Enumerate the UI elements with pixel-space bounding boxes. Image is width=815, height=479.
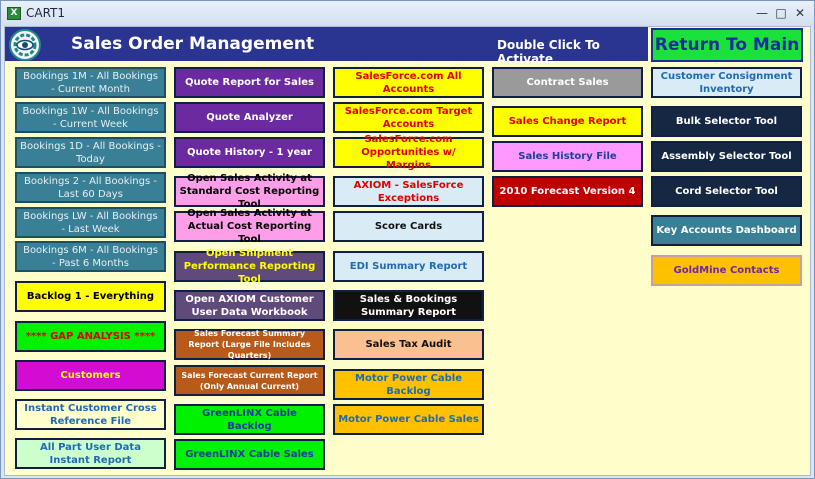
title-bar: X CART1 — □ ✕ — [1, 1, 814, 26]
salesforce-target-accounts-button[interactable]: SalesForce.com Target Accounts — [333, 102, 484, 133]
quote-report-button[interactable]: Quote Report for Sales — [174, 67, 325, 98]
customers-button[interactable]: Customers — [15, 360, 166, 391]
bookings-1d-button[interactable]: Bookings 1D - All Bookings - Today — [15, 137, 166, 168]
bookings-6m-button[interactable]: Bookings 6M - All Bookings - Past 6 Mont… — [15, 241, 166, 272]
salesforce-opportunities-button[interactable]: SalesForce.com Opportunities w/ Margins — [333, 134, 484, 171]
excel-app-icon: X — [7, 7, 21, 20]
minimize-button[interactable]: — — [756, 6, 768, 20]
maximize-button[interactable]: □ — [775, 6, 787, 20]
edi-summary-report-button[interactable]: EDI Summary Report — [333, 251, 484, 282]
greenlinx-cable-backlog-button[interactable]: GreenLINX Cable Backlog — [174, 404, 325, 435]
return-to-main-button[interactable]: Return To Main — [651, 28, 803, 62]
bulk-selector-tool-button[interactable]: Bulk Selector Tool — [651, 106, 802, 137]
quote-analyzer-button[interactable]: Quote Analyzer — [174, 102, 325, 133]
bookings-2-button[interactable]: Bookings 2 - All Bookings - Last 60 Days — [15, 172, 166, 203]
axiom-customer-workbook-button[interactable]: Open AXIOM Customer User Data Workbook — [174, 290, 325, 321]
customer-consignment-inventory-button[interactable]: Customer Consignment Inventory — [651, 67, 802, 98]
goldmine-contacts-button[interactable]: GoldMine Contacts — [651, 255, 802, 286]
sales-tax-audit-button[interactable]: Sales Tax Audit — [333, 329, 484, 360]
bookings-1w-button[interactable]: Bookings 1W - All Bookings - Current Wee… — [15, 102, 166, 133]
bookings-lw-button[interactable]: Bookings LW - All Bookings - Last Week — [15, 207, 166, 238]
forecast-2010-button[interactable]: 2010 Forecast Version 4 — [492, 176, 643, 207]
open-shipment-performance-button[interactable]: Open Shipment Performance Reporting Tool — [174, 248, 325, 285]
backlog-everything-button[interactable]: Backlog 1 - Everything — [15, 281, 166, 312]
open-sales-standard-cost-button[interactable]: Open Sales Activity at Standard Cost Rep… — [174, 173, 325, 210]
sales-history-file-button[interactable]: Sales History File — [492, 141, 643, 172]
bookings-1m-button[interactable]: Bookings 1M - All Bookings - Current Mon… — [15, 67, 166, 98]
window-title: CART1 — [26, 6, 66, 20]
score-cards-button[interactable]: Score Cards — [333, 211, 484, 242]
greenlinx-cable-sales-button[interactable]: GreenLINX Cable Sales — [174, 439, 325, 470]
sales-bookings-summary-button[interactable]: Sales & Bookings Summary Report — [333, 290, 484, 321]
part-user-data-report-button[interactable]: All Part User Data Instant Report — [15, 438, 166, 469]
sales-forecast-current-button[interactable]: Sales Forecast Current Report (Only Annu… — [174, 365, 325, 396]
gap-analysis-button[interactable]: **** GAP ANALYSIS **** — [15, 321, 166, 352]
page-title: Sales Order Management — [71, 34, 315, 54]
sales-change-report-button[interactable]: Sales Change Report — [492, 106, 643, 137]
axiom-salesforce-exceptions-button[interactable]: AXIOM - SalesForce Exceptions — [333, 176, 484, 207]
assembly-selector-tool-button[interactable]: Assembly Selector Tool — [651, 141, 802, 172]
motor-power-cable-sales-button[interactable]: Motor Power Cable Sales — [333, 404, 484, 435]
form-area: Sales Order Management Double Click To A… — [4, 26, 811, 476]
cord-selector-tool-button[interactable]: Cord Selector Tool — [651, 176, 802, 207]
salesforce-all-accounts-button[interactable]: SalesForce.com All Accounts — [333, 67, 484, 98]
close-button[interactable]: ✕ — [794, 6, 806, 20]
customer-cross-reference-button[interactable]: Instant Customer Cross Reference File — [15, 399, 166, 430]
key-accounts-dashboard-button[interactable]: Key Accounts Dashboard — [651, 215, 802, 246]
activate-hint: Double Click To Activate — [497, 38, 600, 66]
contract-sales-button[interactable]: Contract Sales — [492, 67, 643, 98]
sales-forecast-summary-button[interactable]: Sales Forecast Summary Report (Large Fil… — [174, 329, 325, 360]
motor-power-cable-backlog-button[interactable]: Motor Power Cable Backlog — [333, 369, 484, 400]
open-sales-actual-cost-button[interactable]: Open Sales Activity at Actual Cost Repor… — [174, 208, 325, 245]
quote-history-button[interactable]: Quote History - 1 year — [174, 137, 325, 168]
company-logo-icon — [9, 29, 41, 61]
form-header: Sales Order Management Double Click To A… — [5, 27, 648, 66]
